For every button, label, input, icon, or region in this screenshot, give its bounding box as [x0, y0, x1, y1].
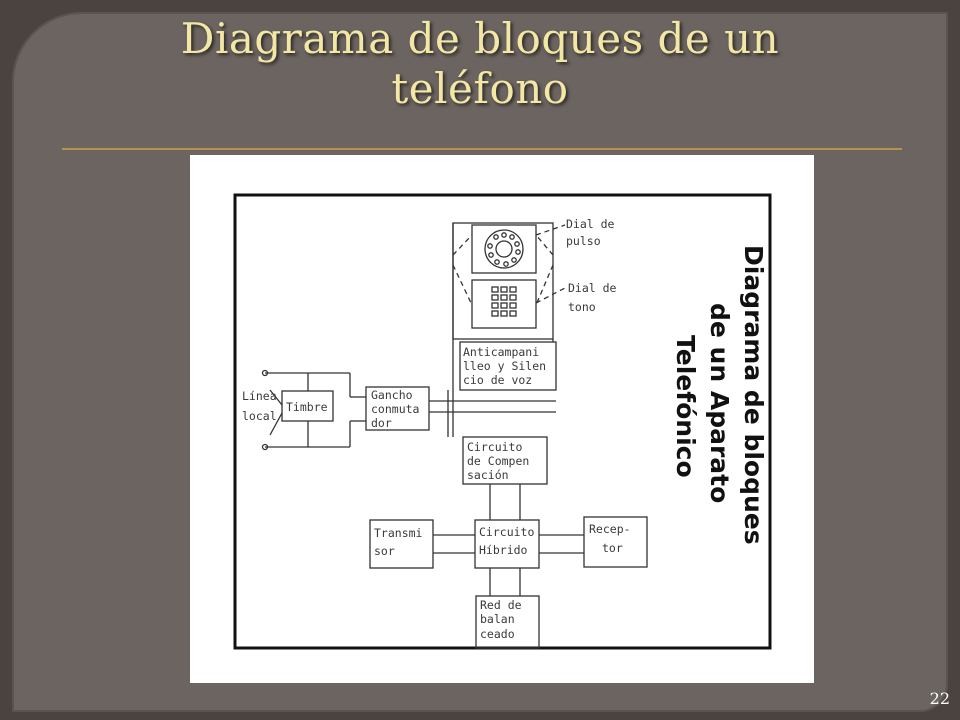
compensacion-label-2: de Compen: [467, 454, 529, 468]
hybrid-box: [474, 519, 540, 569]
timbre-label: Timbre: [286, 400, 328, 414]
side-title-line-1: Diagrama de bloques: [739, 245, 768, 545]
keypad-icon: [491, 286, 517, 317]
block-diagram: Dial de pulso Dial de tono Anticampani l…: [233, 193, 772, 650]
red-balanceo-label-3: ceado: [480, 627, 515, 641]
gancho-label-2: conmuta: [371, 402, 419, 416]
transmisor-label-2: sor: [374, 544, 395, 558]
linea-local-label-2: local: [242, 409, 277, 423]
transmisor-label-1: Transmi: [374, 526, 423, 540]
dial-enclosure: [452, 222, 554, 340]
anticampanilleo-label-3: cio de voz: [463, 373, 532, 387]
compensacion-label-1: Circuito: [467, 440, 522, 454]
tone-dial-box: [471, 279, 537, 329]
anti-tinkle-box: [459, 341, 557, 391]
receptor-label-2: tor: [602, 541, 623, 555]
side-title-line-2: de un Aparato: [705, 303, 734, 503]
transmitter-box: [369, 519, 434, 569]
receptor-label-1: Recep-: [589, 522, 631, 536]
slide-title: Diagrama de bloques de un teléfono: [60, 14, 900, 114]
page-number: 22: [929, 689, 950, 708]
side-title-line-3: Telefónico: [671, 335, 700, 478]
gancho-label-3: dor: [371, 416, 392, 430]
receiver-box: [583, 516, 648, 568]
gancho-label-1: Gancho: [371, 388, 413, 402]
dial-pulso-label-2: pulso: [566, 234, 601, 248]
dial-tono-label-2: tono: [568, 300, 596, 314]
dial-pulso-label-1: Dial de: [566, 217, 615, 231]
compensacion-label-3: sación: [467, 468, 509, 482]
balancing-network-box: [475, 595, 540, 649]
pulse-dial-box: [471, 224, 537, 274]
dial-tono-label-1: Dial de: [568, 281, 617, 295]
rotary-dial-icon: [484, 229, 524, 269]
slide-title-line-2: teléfono: [391, 64, 569, 113]
red-balanceo-label-2: balan: [480, 612, 515, 626]
anticampanilleo-label-2: lleo y Silen: [463, 359, 546, 373]
hibrido-label-1: Circuito: [479, 525, 534, 539]
hibrido-label-2: Híbrido: [479, 543, 528, 557]
diagram-figure: Dial de pulso Dial de tono Anticampani l…: [190, 155, 814, 683]
red-balanceo-label-1: Red de: [480, 598, 522, 612]
title-underline: [62, 148, 902, 150]
slide-title-line-1: Diagrama de bloques de un: [180, 14, 780, 63]
hook-switch-box: [365, 386, 430, 431]
side-title: Diagrama de bloques de un Aparato Telefó…: [671, 245, 768, 545]
anticampanilleo-label-1: Anticampani: [463, 345, 539, 359]
linea-local-label-1: Línea: [242, 389, 277, 403]
compensation-box: [462, 436, 548, 485]
